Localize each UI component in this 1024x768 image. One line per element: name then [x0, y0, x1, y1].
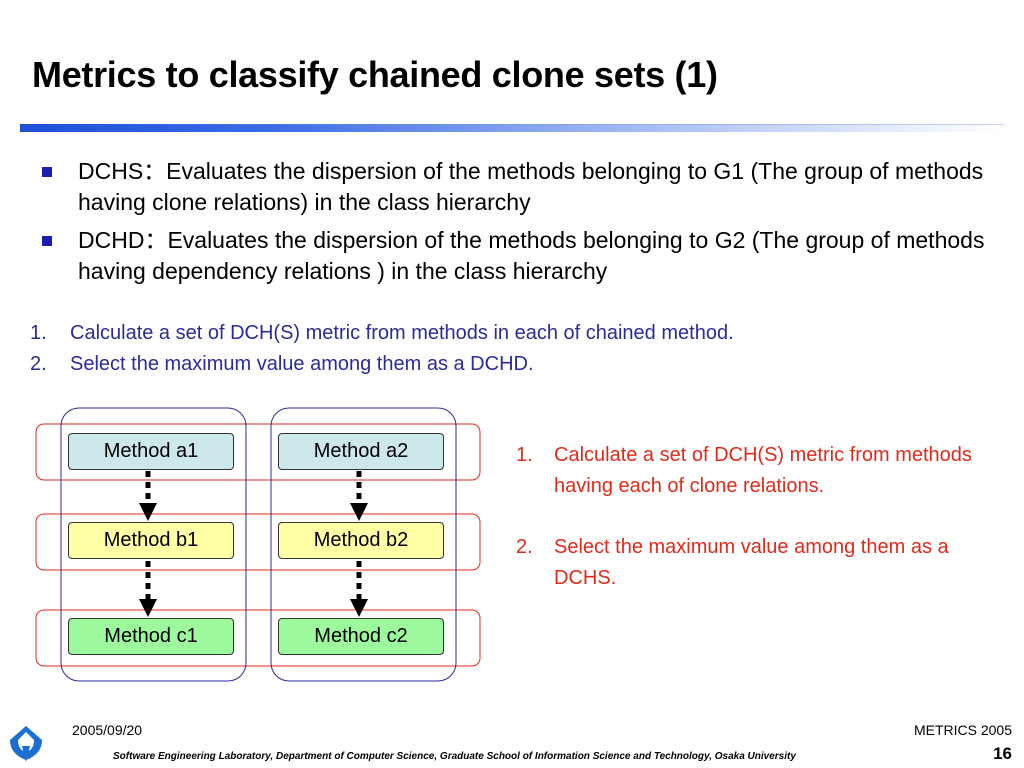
step-text: Select the maximum value among them as a… — [554, 536, 949, 589]
list-item: 2. Select the maximum value among them a… — [30, 349, 990, 380]
method-c2-box: Method c2 — [278, 618, 444, 655]
page-number: 16 — [993, 744, 1012, 763]
step-number: 1. — [516, 444, 533, 466]
slide-title: Metrics to classify chained clone sets (… — [32, 54, 718, 95]
arrowhead-icon — [350, 599, 368, 617]
bullet-square-icon — [42, 236, 52, 246]
footer-affiliation: Software Engineering Laboratory, Departm… — [113, 751, 796, 762]
step-text: Calculate a set of DCH(S) metric from me… — [554, 444, 972, 497]
arrowhead-icon — [139, 599, 157, 617]
method-a2-box: Method a2 — [278, 433, 444, 470]
dchs-steps: 1. Calculate a set of DCH(S) metric from… — [516, 440, 1016, 624]
method-a1-box: Method a1 — [68, 433, 234, 470]
step-text: Calculate a set of DCH(S) metric from me… — [70, 322, 734, 344]
dchd-steps: 1. Calculate a set of DCH(S) metric from… — [30, 318, 990, 380]
footer-date: 2005/09/20 — [72, 722, 143, 738]
title-underline-thin — [20, 124, 1004, 125]
method-c1-box: Method c1 — [68, 618, 234, 655]
title-underline — [20, 125, 1004, 132]
arrowhead-icon — [350, 503, 368, 521]
footer-conference: METRICS 2005 — [913, 722, 1012, 738]
bullet-list: DCHS：Evaluates the dispersion of the met… — [40, 156, 990, 294]
list-item: 1. Calculate a set of DCH(S) metric from… — [516, 440, 1016, 502]
step-number: 2. — [516, 536, 533, 558]
list-item: 1. Calculate a set of DCH(S) metric from… — [30, 318, 990, 349]
method-b1-box: Method b1 — [68, 522, 234, 559]
method-b2-box: Method b2 — [278, 522, 444, 559]
bullet-square-icon — [42, 167, 52, 177]
bullet-dchs: DCHS：Evaluates the dispersion of the met… — [40, 156, 990, 218]
bullet-text: DCHS：Evaluates the dispersion of the met… — [78, 158, 984, 215]
university-logo-icon — [10, 726, 42, 762]
list-item: 2. Select the maximum value among them a… — [516, 532, 1016, 594]
bullet-dchd: DCHD：Evaluates the dispersion of the met… — [40, 225, 990, 287]
bullet-text: DCHD：Evaluates the dispersion of the met… — [78, 227, 985, 284]
arrowhead-icon — [139, 503, 157, 521]
step-number: 1. — [30, 322, 47, 344]
step-text: Select the maximum value among them as a… — [70, 353, 534, 375]
step-number: 2. — [30, 353, 47, 375]
